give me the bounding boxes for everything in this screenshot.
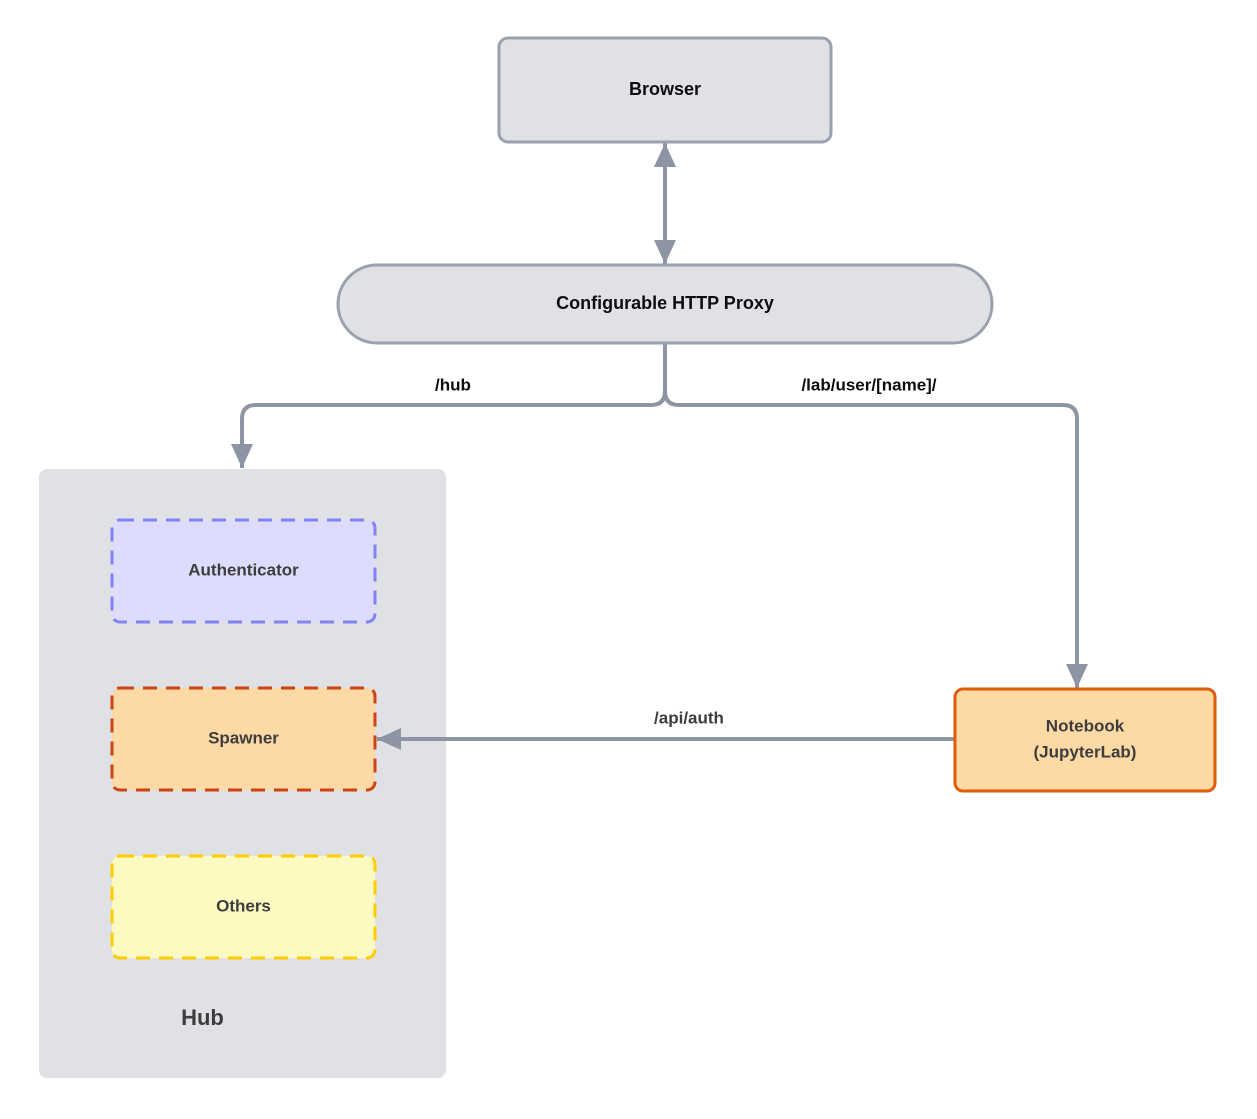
- edge-browser-proxy: [654, 143, 676, 264]
- edge-proxy-hub-line: [240, 343, 667, 468]
- others-label: Others: [216, 896, 271, 915]
- node-notebook[interactable]: Notebook (JupyterLab): [953, 687, 1217, 793]
- edge-layer: /hub /lab/user/[name]/ /api/auth: [231, 143, 1088, 750]
- notebook-box-shape[interactable]: [953, 687, 1217, 793]
- node-browser[interactable]: Browser: [497, 36, 833, 144]
- browser-box-shape[interactable]: [497, 36, 833, 144]
- edge-label-api-auth: /api/auth: [654, 708, 724, 727]
- node-spawner[interactable]: Spawner: [110, 686, 377, 792]
- proxy-label: Configurable HTTP Proxy: [556, 293, 774, 313]
- notebook-label-line1: Notebook: [1046, 716, 1125, 735]
- spawner-label: Spawner: [208, 728, 279, 747]
- browser-label: Browser: [629, 79, 701, 99]
- notebook-label-line2: (JupyterLab): [1034, 742, 1137, 761]
- others-box-shape[interactable]: [110, 854, 377, 960]
- edge-proxy-notebook: /lab/user/[name]/: [663, 343, 1088, 688]
- arrowhead-spawner: [377, 728, 401, 750]
- edge-proxy-hub: /hub: [231, 343, 667, 468]
- node-authenticator[interactable]: Authenticator: [110, 518, 377, 624]
- arrowhead-hub: [231, 444, 253, 468]
- authenticator-box-shape[interactable]: [110, 518, 377, 624]
- node-others[interactable]: Others: [110, 854, 377, 960]
- spawner-box-shape[interactable]: [110, 686, 377, 792]
- arrowhead-up-browser: [654, 143, 676, 167]
- proxy-box-shape[interactable]: [336, 263, 994, 345]
- edge-notebook-spawner: /api/auth: [377, 708, 955, 750]
- edge-proxy-notebook-line: [663, 343, 1079, 688]
- arrowhead-down-proxy: [654, 240, 676, 264]
- edge-label-hub: /hub: [435, 375, 471, 394]
- edge-label-lab-user: /lab/user/[name]/: [801, 375, 936, 394]
- arrowhead-notebook: [1066, 664, 1088, 688]
- hub-cluster-label: Hub: [181, 1005, 224, 1030]
- node-configurable-http-proxy[interactable]: Configurable HTTP Proxy: [336, 263, 994, 345]
- authenticator-label: Authenticator: [188, 560, 299, 579]
